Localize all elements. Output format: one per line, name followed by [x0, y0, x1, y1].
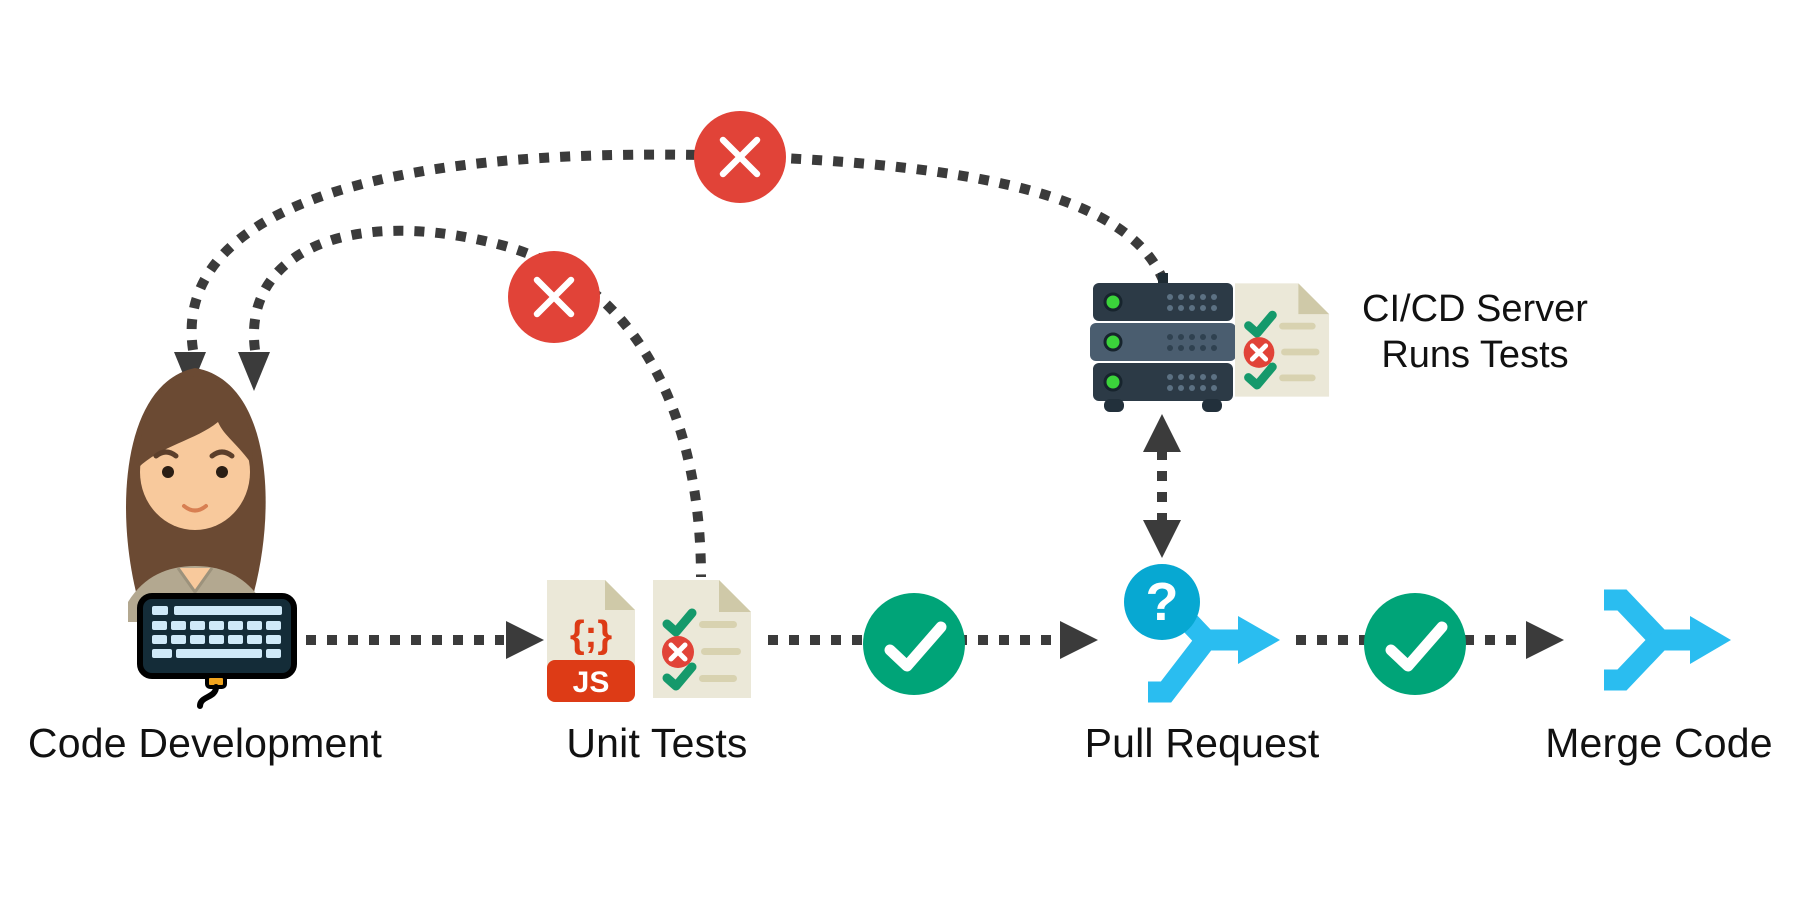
label-pull-request: Pull Request — [1084, 720, 1320, 766]
server-tests-failed-icon — [694, 111, 786, 203]
question-mark-glyph: ? — [1146, 572, 1179, 632]
tests-passed-icon — [863, 593, 965, 695]
arrowhead-dev-to-unit-tests — [506, 621, 544, 659]
js-file-icon: {;} JS — [547, 580, 635, 702]
arrowhead-fail-tests-to-dev — [238, 352, 270, 391]
arrowhead-to-pr — [1143, 520, 1181, 558]
js-badge-label: JS — [573, 666, 610, 699]
label-merge-code: Merge Code — [1545, 720, 1773, 766]
connector-fail-server-to-dev — [186, 149, 1168, 351]
label-cicd-server-line2: Runs Tests — [1381, 334, 1569, 376]
merge-code-icon — [1604, 589, 1731, 691]
server-test-results-doc-icon — [1235, 283, 1330, 397]
pull-request-icon: ? — [1124, 564, 1280, 703]
label-unit-tests: Unit Tests — [566, 720, 748, 766]
arrowhead-tests-to-pr — [1060, 621, 1098, 659]
code-braces-glyph: {;} — [570, 614, 612, 656]
test-results-doc-icon — [653, 580, 751, 698]
label-code-development: Code Development — [27, 720, 383, 766]
server-led-lights — [1103, 292, 1123, 392]
review-approved-icon — [1364, 593, 1466, 695]
connector-fail-tests-to-dev — [248, 225, 706, 578]
cicd-server-icon — [1090, 273, 1236, 412]
arrowhead-to-server — [1143, 414, 1181, 452]
developer-avatar — [125, 368, 297, 709]
arrowhead-pr-to-merge — [1526, 621, 1564, 659]
label-cicd-server-line1: CI/CD Server — [1362, 288, 1588, 330]
label-cicd-server: CI/CD Server Runs Tests — [1362, 286, 1588, 378]
unit-tests-failed-icon — [508, 251, 600, 343]
keyboard-icon — [137, 593, 297, 709]
person-icon — [125, 368, 266, 622]
